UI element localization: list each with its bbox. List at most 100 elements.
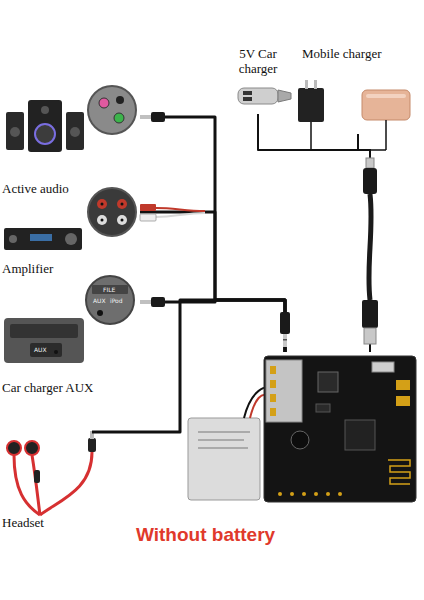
aux-plug bbox=[140, 300, 151, 304]
charger-bracket bbox=[311, 120, 386, 150]
headset-image bbox=[25, 441, 39, 455]
speaker-image bbox=[28, 100, 62, 152]
bluetooth-board bbox=[270, 408, 276, 416]
bluetooth-board bbox=[326, 492, 330, 496]
headset-image bbox=[88, 438, 96, 452]
usb-cable bbox=[362, 300, 378, 328]
rca-jack-zoom bbox=[117, 199, 127, 209]
speaker-image bbox=[10, 127, 20, 137]
audio-plug bbox=[140, 115, 151, 119]
bluetooth-board bbox=[278, 492, 282, 496]
power-bank-image bbox=[362, 90, 410, 120]
amplifier-image bbox=[65, 233, 77, 245]
headset-image bbox=[34, 470, 40, 483]
bluetooth-board bbox=[345, 420, 375, 450]
car-dash-image bbox=[4, 318, 84, 363]
audio-jack-zoom bbox=[116, 96, 124, 104]
bluetooth-board bbox=[318, 372, 338, 392]
car-charger-image bbox=[243, 97, 252, 101]
car-dash-image bbox=[30, 343, 62, 357]
speaker-image bbox=[6, 112, 24, 150]
bluetooth-board bbox=[338, 492, 342, 496]
amplifier-image bbox=[4, 228, 82, 250]
bluetooth-board bbox=[264, 356, 416, 502]
signal-wire bbox=[358, 134, 370, 352]
charger-bracket bbox=[311, 149, 386, 151]
charger-bracket bbox=[310, 122, 312, 150]
battery-image bbox=[244, 388, 268, 418]
audio-device: Active audio bbox=[0, 84, 140, 196]
amplifier-image bbox=[9, 235, 17, 243]
rca-jack-zoom bbox=[101, 203, 104, 206]
bluetooth-board bbox=[291, 431, 309, 449]
audio-plug bbox=[140, 112, 165, 122]
signal-wire bbox=[140, 117, 285, 352]
car-charger-image bbox=[238, 88, 278, 104]
panel-label: FILE bbox=[103, 286, 115, 293]
headset-image bbox=[14, 455, 40, 515]
bluetooth-board bbox=[302, 492, 306, 496]
usb-cable bbox=[369, 194, 371, 300]
audio-device: Amplifier bbox=[0, 196, 140, 276]
car-dash-image bbox=[54, 350, 58, 354]
aux-jack-zoom bbox=[86, 276, 134, 324]
headset-image bbox=[7, 431, 110, 515]
car-charger-image bbox=[278, 90, 291, 102]
rca-plug bbox=[140, 214, 156, 221]
rca-plug bbox=[140, 204, 205, 221]
speaker-image bbox=[41, 106, 49, 114]
usb-cable bbox=[362, 158, 378, 344]
bluetooth-board bbox=[270, 394, 276, 402]
audio-jack-zoom bbox=[88, 86, 136, 134]
trunk-plug bbox=[283, 339, 287, 341]
bluetooth-board bbox=[314, 492, 318, 496]
panel-label: AUX bbox=[34, 346, 47, 353]
usb-cable bbox=[364, 328, 376, 344]
panel-label: AUX bbox=[93, 297, 106, 304]
aux-jack-zoom bbox=[92, 285, 128, 294]
trunk-plug bbox=[283, 334, 287, 347]
wall-adapter-image bbox=[298, 88, 324, 122]
rca-jack-zoom bbox=[121, 203, 124, 206]
aux-plug bbox=[151, 297, 165, 307]
headset-image bbox=[90, 431, 94, 439]
rca-jack-zoom bbox=[121, 219, 124, 222]
panel-label: iPod bbox=[110, 297, 123, 304]
headset-image bbox=[7, 441, 21, 455]
signal-wire bbox=[258, 114, 370, 352]
bluetooth-board bbox=[316, 404, 330, 412]
wall-adapter-image bbox=[314, 80, 317, 89]
car-dash-image bbox=[10, 324, 78, 338]
usb-cable bbox=[366, 158, 374, 168]
amplifier-image bbox=[4, 228, 82, 250]
bluetooth-board bbox=[372, 362, 394, 372]
aux-jack-zoom bbox=[97, 310, 103, 316]
rca-jack-zoom bbox=[101, 219, 104, 222]
rca-jack-zoom bbox=[117, 215, 127, 225]
battery-image bbox=[198, 439, 244, 441]
device-caption: Car charger AUX bbox=[2, 380, 140, 395]
headset-image bbox=[32, 455, 40, 515]
bluetooth-board bbox=[270, 366, 276, 374]
trunk-plug bbox=[280, 312, 290, 347]
rca-plug bbox=[156, 213, 205, 217]
battery-image bbox=[250, 395, 268, 418]
trunk-plug bbox=[280, 312, 290, 334]
power-bank-image bbox=[362, 90, 410, 120]
audio-jack-zoom bbox=[88, 86, 136, 134]
battery-image bbox=[188, 418, 260, 500]
headset-image bbox=[40, 452, 92, 515]
charger-device: 5V Car charger bbox=[222, 46, 294, 114]
rca-jack-zoom bbox=[88, 188, 136, 236]
rca-jack-zoom bbox=[97, 215, 107, 225]
bluetooth-board bbox=[290, 492, 294, 496]
speaker-image bbox=[35, 124, 55, 144]
audio-device: Headset bbox=[0, 425, 110, 530]
bluetooth-board bbox=[388, 460, 410, 484]
charger-bracket bbox=[385, 120, 387, 150]
audio-plug bbox=[151, 112, 165, 122]
headset-image bbox=[92, 431, 110, 434]
